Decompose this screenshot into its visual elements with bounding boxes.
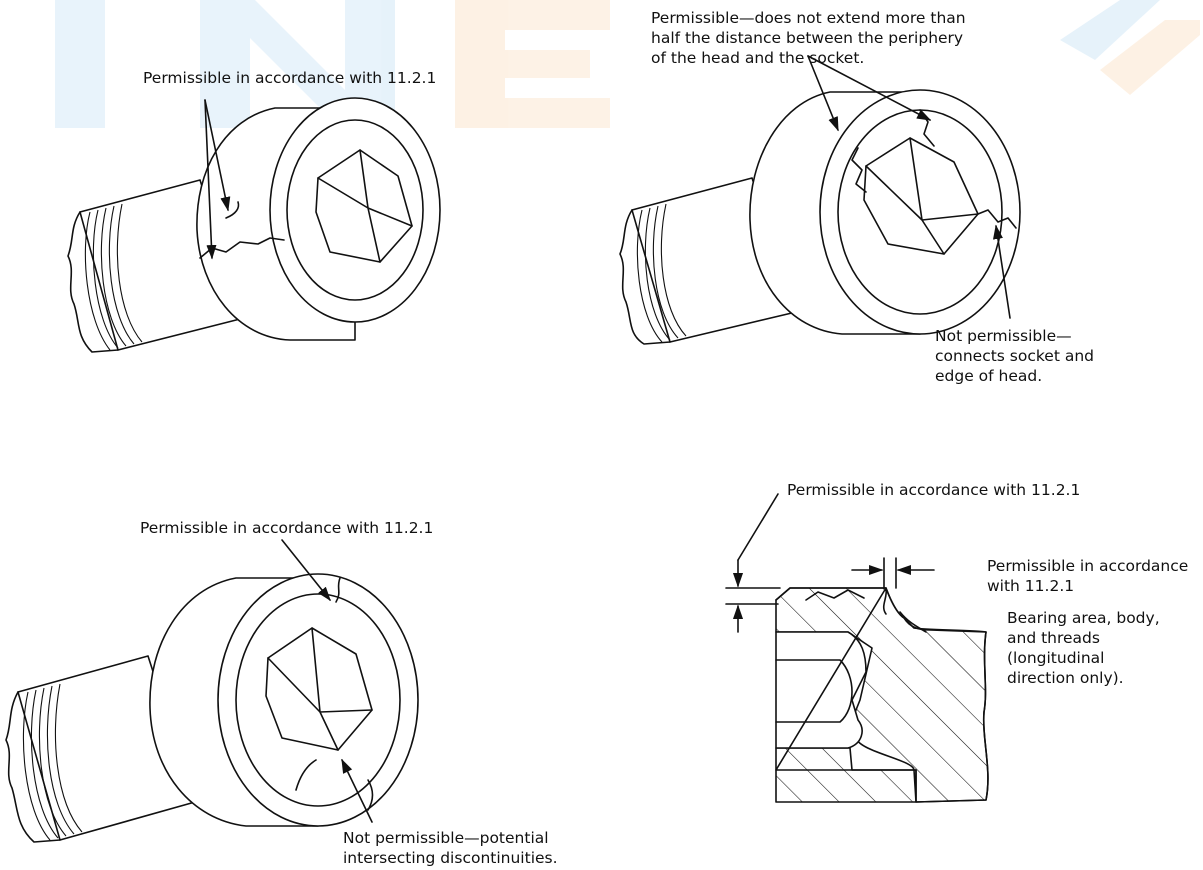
bolt-2-crack-permissible <box>851 147 867 193</box>
bolt-2-hex-socket <box>863 137 979 255</box>
bolt-3-crack-right <box>367 779 374 811</box>
watermark-letter-i <box>55 0 105 128</box>
caption-fig1-permissible: Permissible in accordance with 11.2.1 <box>143 69 437 87</box>
bolt-1-head <box>196 97 441 341</box>
bolt-3-hex-socket <box>265 627 373 751</box>
section-socket-inner <box>775 659 853 723</box>
bolt-2-leader-3 <box>992 224 1011 319</box>
bolt-2-head <box>749 89 1021 335</box>
bolt-figure-1 <box>67 97 441 353</box>
caption-fig3-permissible: Permissible in accordance with 11.2.1 <box>140 519 434 537</box>
caption-fig2-permissible: Permissible—does not extend more than ha… <box>651 9 966 67</box>
bolt-3-crack-top <box>335 577 341 603</box>
leader-section-top <box>737 493 779 561</box>
section-crack-body <box>899 611 927 633</box>
bolt-1-leader-2 <box>204 99 231 212</box>
caption-fig4-permissible-top: Permissible in accordance with 11.2.1 <box>787 481 1081 499</box>
section-outline <box>775 587 989 803</box>
caption-fig2-not-permissible: Not permissible— connects socket and edg… <box>935 327 1094 385</box>
bolt-3-head <box>149 573 419 827</box>
watermark-mark-2 <box>1100 20 1200 95</box>
watermark-mark-1 <box>1060 0 1160 60</box>
bolt-section-figure-4 <box>725 493 989 803</box>
watermark-letter-e <box>455 0 610 128</box>
bolt-3-leader-1 <box>281 539 331 602</box>
section-crack-fillet <box>882 587 888 615</box>
bolt-1-leader-1 <box>204 99 217 260</box>
watermark-letter-n <box>200 0 395 128</box>
bolt-figure-2 <box>619 55 1021 345</box>
caption-fig3-not-permissible: Not permissible—potential intersecting d… <box>343 829 558 867</box>
bolt-2-leader-2 <box>807 55 932 121</box>
caption-fig4-permissible-right: Permissible in accordance with 11.2.1 <box>987 557 1189 595</box>
section-crack-top <box>805 589 865 601</box>
caption-fig4-bearing-note: Bearing area, body, and threads (longitu… <box>1007 609 1160 687</box>
bolt-2-leader-1 <box>807 55 839 132</box>
bolt-3-leader-2 <box>341 758 373 823</box>
bolt-figure-3 <box>5 539 419 843</box>
watermark-logo <box>55 0 1200 128</box>
bolt-1-crack-small <box>225 201 240 219</box>
bolt-1-hex-socket <box>315 149 413 263</box>
bolt-3-crack-left <box>295 759 317 791</box>
bolt-2-crack-through <box>977 209 1017 229</box>
